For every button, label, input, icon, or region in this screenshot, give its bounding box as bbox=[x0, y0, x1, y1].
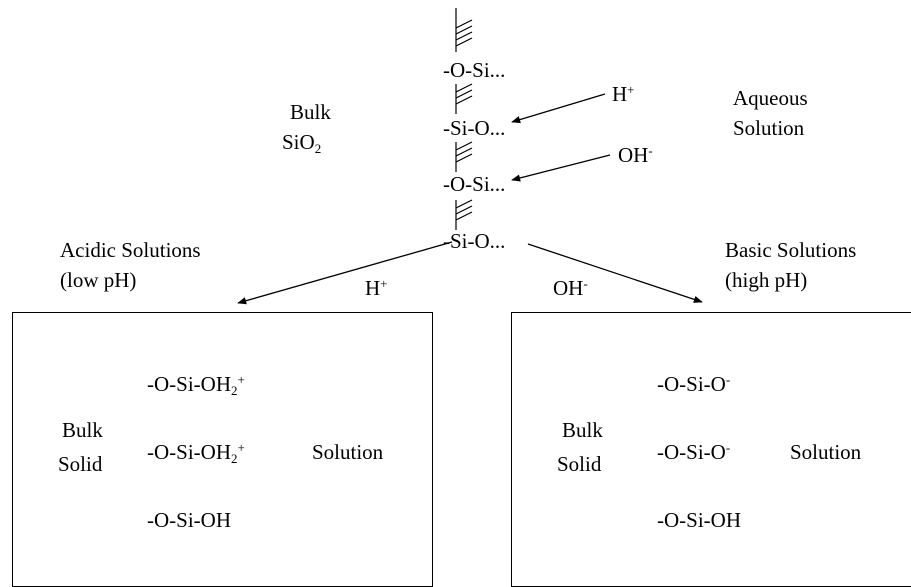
basic-species-3: -O-Si-OH bbox=[657, 508, 741, 532]
oh-minus-attack-arrow bbox=[511, 154, 611, 182]
diagram-lines bbox=[237, 8, 703, 305]
basic-branch-arrow bbox=[527, 243, 703, 303]
acidic-subheading: (low pH) bbox=[60, 268, 137, 292]
surface-hatch-4 bbox=[455, 199, 473, 230]
basic-solution-label: Solution bbox=[790, 440, 862, 464]
chain-group-4: -Si-O... bbox=[443, 229, 506, 253]
chain-group-1: -O-Si... bbox=[443, 58, 506, 82]
acidic-bulk-label: Bulk bbox=[62, 418, 103, 442]
acidic-species-3: -O-Si-OH bbox=[147, 508, 231, 532]
sio2-label: SiO2 bbox=[282, 130, 322, 156]
acidic-solid-label: Solid bbox=[58, 452, 103, 476]
solution-label: Solution bbox=[733, 116, 805, 140]
basic-ion: OH- bbox=[553, 276, 588, 300]
acidic-branch-arrow bbox=[237, 241, 453, 305]
h-plus-attack-arrow bbox=[511, 93, 606, 124]
basic-heading: Basic Solutions bbox=[725, 238, 857, 262]
surface-hatch-2 bbox=[455, 83, 473, 114]
acidic-solution-label: Solution bbox=[312, 440, 384, 464]
chain-group-3: -O-Si... bbox=[443, 172, 506, 196]
surface-hatch-1 bbox=[455, 8, 473, 52]
basic-species-1: -O-Si-O- bbox=[657, 372, 731, 396]
basic-bulk-label: Bulk bbox=[562, 418, 603, 442]
bulk-label: Bulk bbox=[290, 100, 331, 124]
acidic-species-2: -O-Si-OH2+ bbox=[147, 440, 245, 466]
basic-species-2: -O-Si-O- bbox=[657, 440, 731, 464]
oh-minus-ion: OH- bbox=[618, 143, 653, 167]
chain-group-2: -Si-O... bbox=[443, 116, 506, 140]
acidic-heading: Acidic Solutions bbox=[60, 238, 201, 262]
surface-hatch-3 bbox=[455, 141, 473, 172]
acidic-species-1: -O-Si-OH2+ bbox=[147, 372, 245, 398]
silica-surface-diagram: -O-Si... -Si-O... -O-Si... -Si-O... Bulk… bbox=[12, 8, 911, 587]
h-plus-ion: H+ bbox=[612, 82, 635, 106]
aqueous-label: Aqueous bbox=[733, 86, 808, 110]
acidic-ion: H+ bbox=[365, 276, 388, 300]
basic-solid-label: Solid bbox=[557, 452, 602, 476]
basic-subheading: (high pH) bbox=[725, 268, 808, 292]
